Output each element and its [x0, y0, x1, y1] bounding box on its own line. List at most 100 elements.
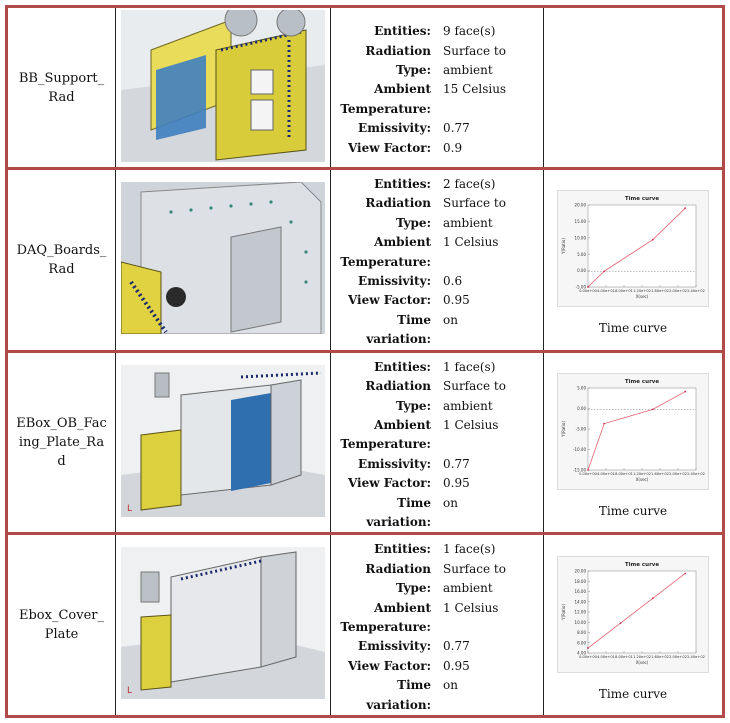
property-row: Ambient 1 Celsius	[331, 599, 543, 618]
x-axis-label: X(sec)	[636, 294, 649, 299]
property-key: Emissivity:	[358, 121, 431, 136]
x-tick-label: 1.20e+02	[633, 289, 651, 293]
data-point	[684, 572, 687, 575]
property-row: Type:ambient	[331, 214, 543, 233]
x-tick-label: 1.20e+02	[633, 472, 651, 476]
property-key: Radiation	[365, 196, 431, 211]
property-row: Entities:2 face(s)	[331, 175, 543, 194]
property-value: 9 face(s)	[443, 24, 496, 39]
property-key: Ambient	[374, 82, 431, 97]
plot-area	[587, 570, 697, 653]
property-key: Temperature:	[340, 437, 431, 452]
property-value	[443, 100, 533, 119]
property-value: 15 Celsius	[443, 82, 507, 97]
property-value: 1 Celsius	[443, 600, 499, 615]
svg-text:L: L	[127, 686, 132, 696]
property-value	[443, 513, 533, 532]
property-key: Entities:	[374, 542, 431, 557]
load-name: EBox_OB_Facing_Plate_Rad	[16, 416, 107, 470]
property-key: Ambient	[374, 600, 431, 615]
property-row: Type:ambient	[331, 579, 543, 598]
data-point	[651, 597, 654, 599]
data-point	[587, 646, 589, 649]
y-tick-label: 14.00	[575, 599, 587, 604]
load-name-cell: DAQ_Boards_Rad	[5, 167, 116, 353]
property-value	[443, 435, 533, 454]
property-row: variation:	[331, 513, 543, 532]
property-row: Type:ambient	[331, 397, 543, 416]
property-key: Ambient	[374, 417, 431, 432]
y-tick-label: -15.00	[573, 468, 586, 473]
x-tick-label: 8.00e+01	[615, 655, 633, 659]
property-row: Emissivity:0.77	[331, 455, 543, 474]
chart-svg: Time curve20.0018.0016.0014.0012.0010.00…	[561, 562, 705, 665]
y-axis-label: Y(Ratio)	[561, 421, 566, 438]
model-image	[120, 181, 325, 335]
property-value: ambient	[443, 581, 493, 596]
property-value: on	[443, 495, 458, 510]
property-value: 1 Celsius	[443, 235, 499, 250]
x-tick-label: 2.00e+02	[669, 472, 687, 476]
property-row: Entities:1 face(s)	[331, 540, 543, 559]
y-tick-label: -5.00	[576, 427, 587, 432]
chart-svg: Time curve5.000.00-5.00-10.00-15.000.00e…	[561, 379, 705, 482]
radiation-table: BB_Support_Rad Entities:9 face(s)Radiati…	[5, 3, 725, 718]
series-line	[587, 391, 686, 471]
property-row: Entities:1 face(s)	[331, 358, 543, 377]
property-row: Temperature:	[331, 618, 543, 637]
plot-area	[587, 387, 697, 471]
chart-caption: Time curve	[598, 321, 668, 336]
property-value: Surface to	[443, 43, 506, 58]
data-point	[684, 390, 687, 393]
property-row: Ambient 15 Celsius	[331, 80, 543, 99]
property-row: variation:	[331, 330, 543, 349]
property-key: Radiation	[365, 561, 431, 576]
x-tick-label: 2.00e+02	[669, 655, 687, 659]
property-row: Temperature:	[331, 435, 543, 454]
property-row: View Factor:0.95	[331, 657, 543, 676]
property-row: Entities:9 face(s)	[331, 22, 543, 41]
property-row: Emissivity: 0.77	[331, 119, 543, 138]
property-value: 0.77	[443, 121, 470, 136]
model-image: L	[121, 547, 325, 700]
property-key: Emissivity:	[358, 456, 431, 471]
table-row: Ebox_Cover_Plate L Entities:1 face(s)Rad…	[5, 532, 725, 718]
property-value: ambient	[443, 398, 493, 413]
property-key: Radiation	[365, 379, 431, 394]
property-key: Time	[397, 678, 431, 693]
series-line	[587, 208, 686, 288]
property-key: View Factor:	[347, 293, 431, 308]
property-value: 0.95	[443, 293, 470, 308]
x-tick-label: 0.00e+00	[579, 655, 598, 659]
property-row: View Factor:0.95	[331, 474, 543, 493]
y-tick-label: 20.00	[575, 203, 587, 208]
property-key: Type:	[395, 215, 431, 230]
x-tick-label: 2.00e+02	[669, 289, 687, 293]
x-tick-label: 4.00e+01	[597, 289, 615, 293]
property-row: Temperature:	[331, 253, 543, 272]
load-name: BB_Support_Rad	[18, 70, 105, 105]
model-image: L	[121, 364, 325, 517]
property-row: Temperature:	[331, 100, 543, 119]
y-axis-label: Y(Ratio)	[561, 603, 566, 620]
series-line	[587, 572, 686, 649]
svg-text:L: L	[127, 504, 132, 514]
property-key: Time	[397, 312, 431, 327]
property-value: on	[443, 312, 458, 327]
x-tick-label: 1.60e+02	[651, 472, 669, 476]
x-tick-label: 4.00e+01	[597, 655, 615, 659]
y-tick-label: 15.00	[575, 219, 587, 224]
property-value: 0.95	[443, 476, 470, 491]
load-name-cell: BB_Support_Rad	[5, 4, 116, 171]
